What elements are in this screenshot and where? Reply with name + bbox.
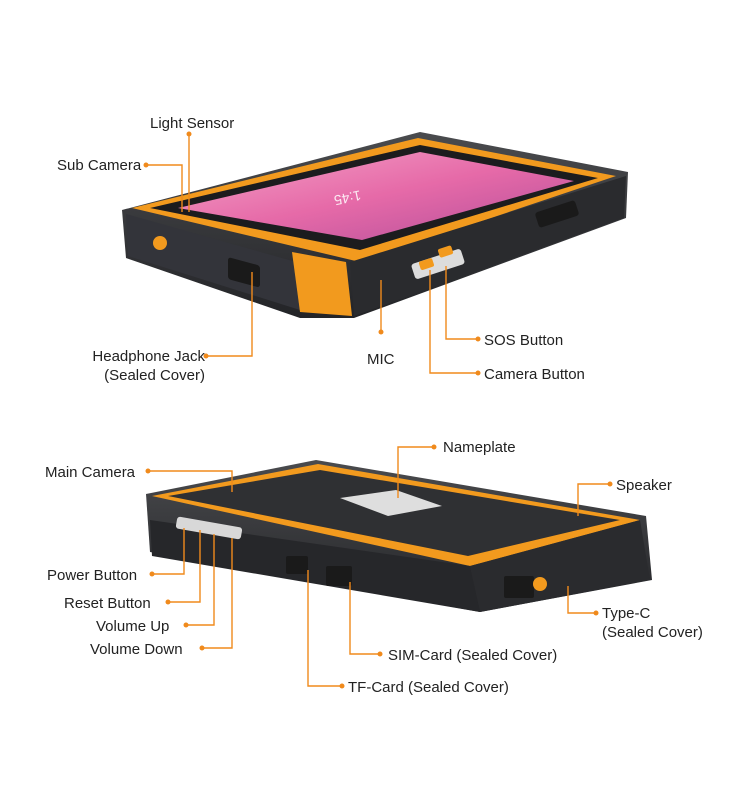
label-headphone-jack-line2: (Sealed Cover) <box>104 367 205 384</box>
label-type-c-line1: Type-C <box>602 605 651 622</box>
label-sub-camera: Sub Camera <box>57 157 142 174</box>
nameplate-plate <box>340 490 442 516</box>
label-speaker: Speaker <box>616 477 672 494</box>
front-screen <box>178 152 574 240</box>
label-tf-card: TF-Card (Sealed Cover) <box>348 679 509 696</box>
label-headphone-jack: Headphone Jack (Sealed Cover) <box>60 347 205 385</box>
front-screw-icon <box>153 236 167 250</box>
back-screw-icon <box>533 577 547 591</box>
label-nameplate: Nameplate <box>443 439 516 456</box>
label-type-c-line2: (Sealed Cover) <box>602 624 703 641</box>
tablet-front <box>122 132 628 318</box>
leader-dots <box>143 131 613 689</box>
label-mic: MIC <box>367 351 395 368</box>
leader-lines <box>146 134 610 687</box>
label-main-camera: Main Camera <box>45 464 136 481</box>
label-volume-up: Volume Up <box>96 618 170 635</box>
label-sos-button: SOS Button <box>484 332 564 349</box>
label-headphone-jack-line1: Headphone Jack <box>92 348 205 365</box>
label-reset-button: Reset Button <box>64 595 151 612</box>
label-camera-button: Camera Button <box>484 366 585 383</box>
label-light-sensor: Light Sensor <box>150 115 235 132</box>
label-volume-down: Volume Down <box>90 641 183 658</box>
label-type-c: Type-C (Sealed Cover) <box>602 604 742 642</box>
label-power-button: Power Button <box>47 567 138 584</box>
tablet-back <box>146 460 652 612</box>
label-sim-card: SIM-Card (Sealed Cover) <box>388 647 558 664</box>
